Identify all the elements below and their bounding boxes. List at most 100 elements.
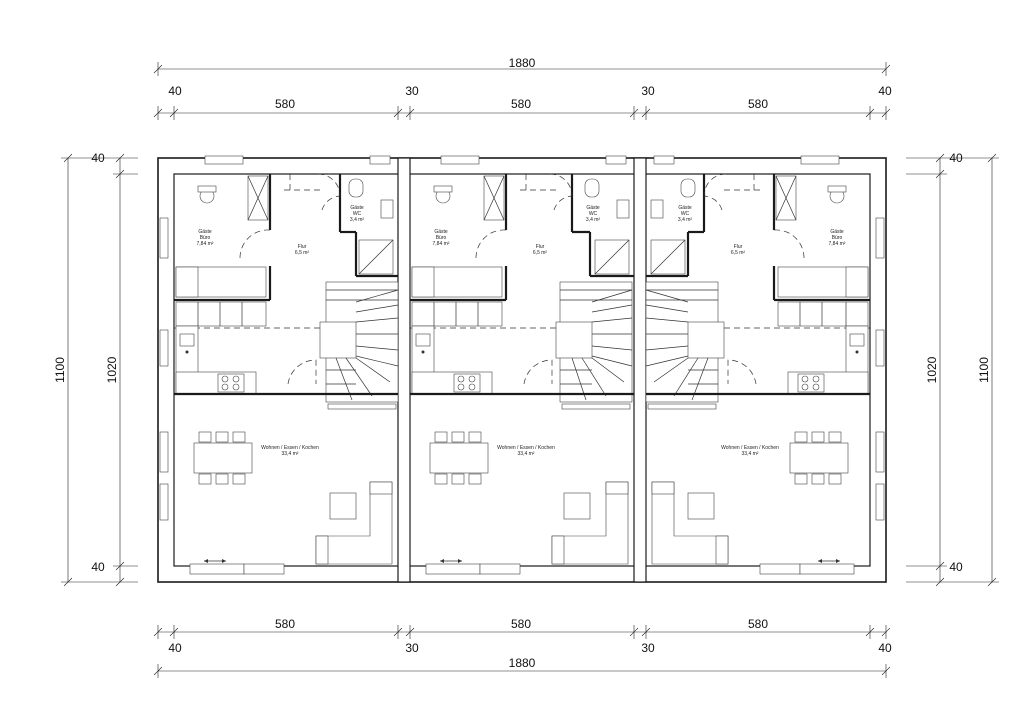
svg-text:Flur: Flur [536,244,545,250]
dim-bottom-small-3: 30 [641,641,655,655]
building-walls [157,157,887,583]
unit-3: Gäste Büro 7,84 m² Gäste WC 3,4 m² Flur … [645,155,885,575]
sink [179,333,195,347]
washbasin [650,199,664,219]
sink [849,333,865,347]
washbasin [380,199,394,219]
dim-left-outer: 1100 [53,357,67,383]
sink [415,333,431,347]
dining-table [789,442,849,474]
svg-text:Gäste: Gäste [434,229,448,235]
window [875,217,885,259]
room-area-living: 33,4 m² [282,451,299,457]
toilet [680,178,696,198]
cooktop [217,373,245,393]
dining-table [429,442,489,474]
svg-text:WC: WC [353,211,362,217]
room-label-living: Wohnen / Essen / Kochen [261,445,319,451]
window [159,329,169,367]
coffee-table [329,492,357,520]
dim-bottom-small-4: 40 [878,641,892,655]
dim-top-seg-7: 40 [878,84,892,98]
window [159,431,169,473]
room-label-wc: Gäste [350,205,364,211]
dim-left-bottom: 40 [91,560,105,574]
toilet [584,178,600,198]
svg-text:Gäste: Gäste [586,205,600,211]
kitchen-cabinets [175,301,267,327]
dim-top-seg-4: 580 [511,97,531,111]
svg-text:Wohnen / Essen / Kochen: Wohnen / Essen / Kochen [721,445,779,451]
washbasin [616,199,630,219]
svg-text:Flur: Flur [734,244,743,250]
dim-top-seg-1: 40 [168,84,182,98]
dim-right-outer: 1100 [977,357,991,383]
dim-bottom-seg-3: 580 [748,617,768,631]
window [875,329,885,367]
room-area-living: 33,4 m² [742,451,759,457]
unit-2: Gäste Büro 7,84 m² Gäste WC 3,4 m² Flur … [410,155,634,575]
coffee-table [687,492,715,520]
dim-top-seg-5: 30 [641,84,655,98]
dim-bottom-small-1: 40 [168,641,182,655]
window [243,563,285,575]
window [479,563,521,575]
room-area-hall: 6,5 m² [295,250,310,256]
terrace-door [425,563,481,575]
svg-text:WC: WC [681,211,690,217]
dim-bottom-total: 1880 [509,656,536,670]
svg-text:Büro: Büro [200,235,211,241]
svg-text:Gäste: Gäste [678,205,692,211]
svg-text:Wohnen / Essen / Kochen: Wohnen / Essen / Kochen [497,445,555,451]
room-area-wc: 3,4 m² [678,217,693,223]
room-area-hall: 6,5 m² [533,250,548,256]
svg-text:Gäste: Gäste [830,229,844,235]
dim-top-seg-3: 30 [405,84,419,98]
cooktop [453,373,481,393]
room-area-wc: 3,4 m² [350,217,365,223]
room-area-office: 7,84 m² [829,241,846,247]
svg-text:Büro: Büro [436,235,447,241]
dim-bottom-small-2: 30 [405,641,419,655]
dim-right-inner: 1020 [925,356,939,383]
window [605,155,627,165]
window [159,217,169,259]
room-area-office: 7,84 m² [197,241,214,247]
room-area-living: 33,4 m² [518,451,535,457]
terrace-door [189,563,245,575]
bottom-dimensions: 580 580 580 40 30 30 40 1880 [153,617,892,678]
dim-bottom-seg-2: 580 [511,617,531,631]
dim-top-seg-6: 580 [748,97,768,111]
dim-right-top: 40 [949,151,963,165]
room-label-office: Gäste [198,229,212,235]
window [653,155,675,165]
kitchen-cabinets [411,301,503,327]
window [875,431,885,473]
dim-right-bottom: 40 [949,560,963,574]
room-area-office: 7,84 m² [433,241,450,247]
left-dimensions: 1100 1020 40 40 [53,151,138,587]
window [369,155,391,165]
dim-left-top: 40 [91,151,105,165]
room-area-wc: 3,4 m² [586,217,601,223]
dim-top-seg-2: 580 [275,97,295,111]
terrace-door [799,563,855,575]
coffee-table [563,492,591,520]
window [800,155,840,165]
svg-text:Büro: Büro [832,235,843,241]
room-label-hall: Flur [298,244,307,250]
top-dimensions: 1880 40 580 30 580 30 580 40 [153,56,892,120]
dining-table [193,442,253,474]
dim-top-total: 1880 [509,56,536,70]
kitchen-cabinets [777,301,869,327]
room-area-hall: 6,5 m² [731,250,746,256]
window [875,483,885,521]
right-dimensions: 1100 1020 40 40 [906,151,999,587]
window [440,155,480,165]
window [204,155,244,165]
window [759,563,801,575]
svg-text:WC: WC [589,211,598,217]
window [159,483,169,521]
dim-bottom-seg-1: 580 [275,617,295,631]
